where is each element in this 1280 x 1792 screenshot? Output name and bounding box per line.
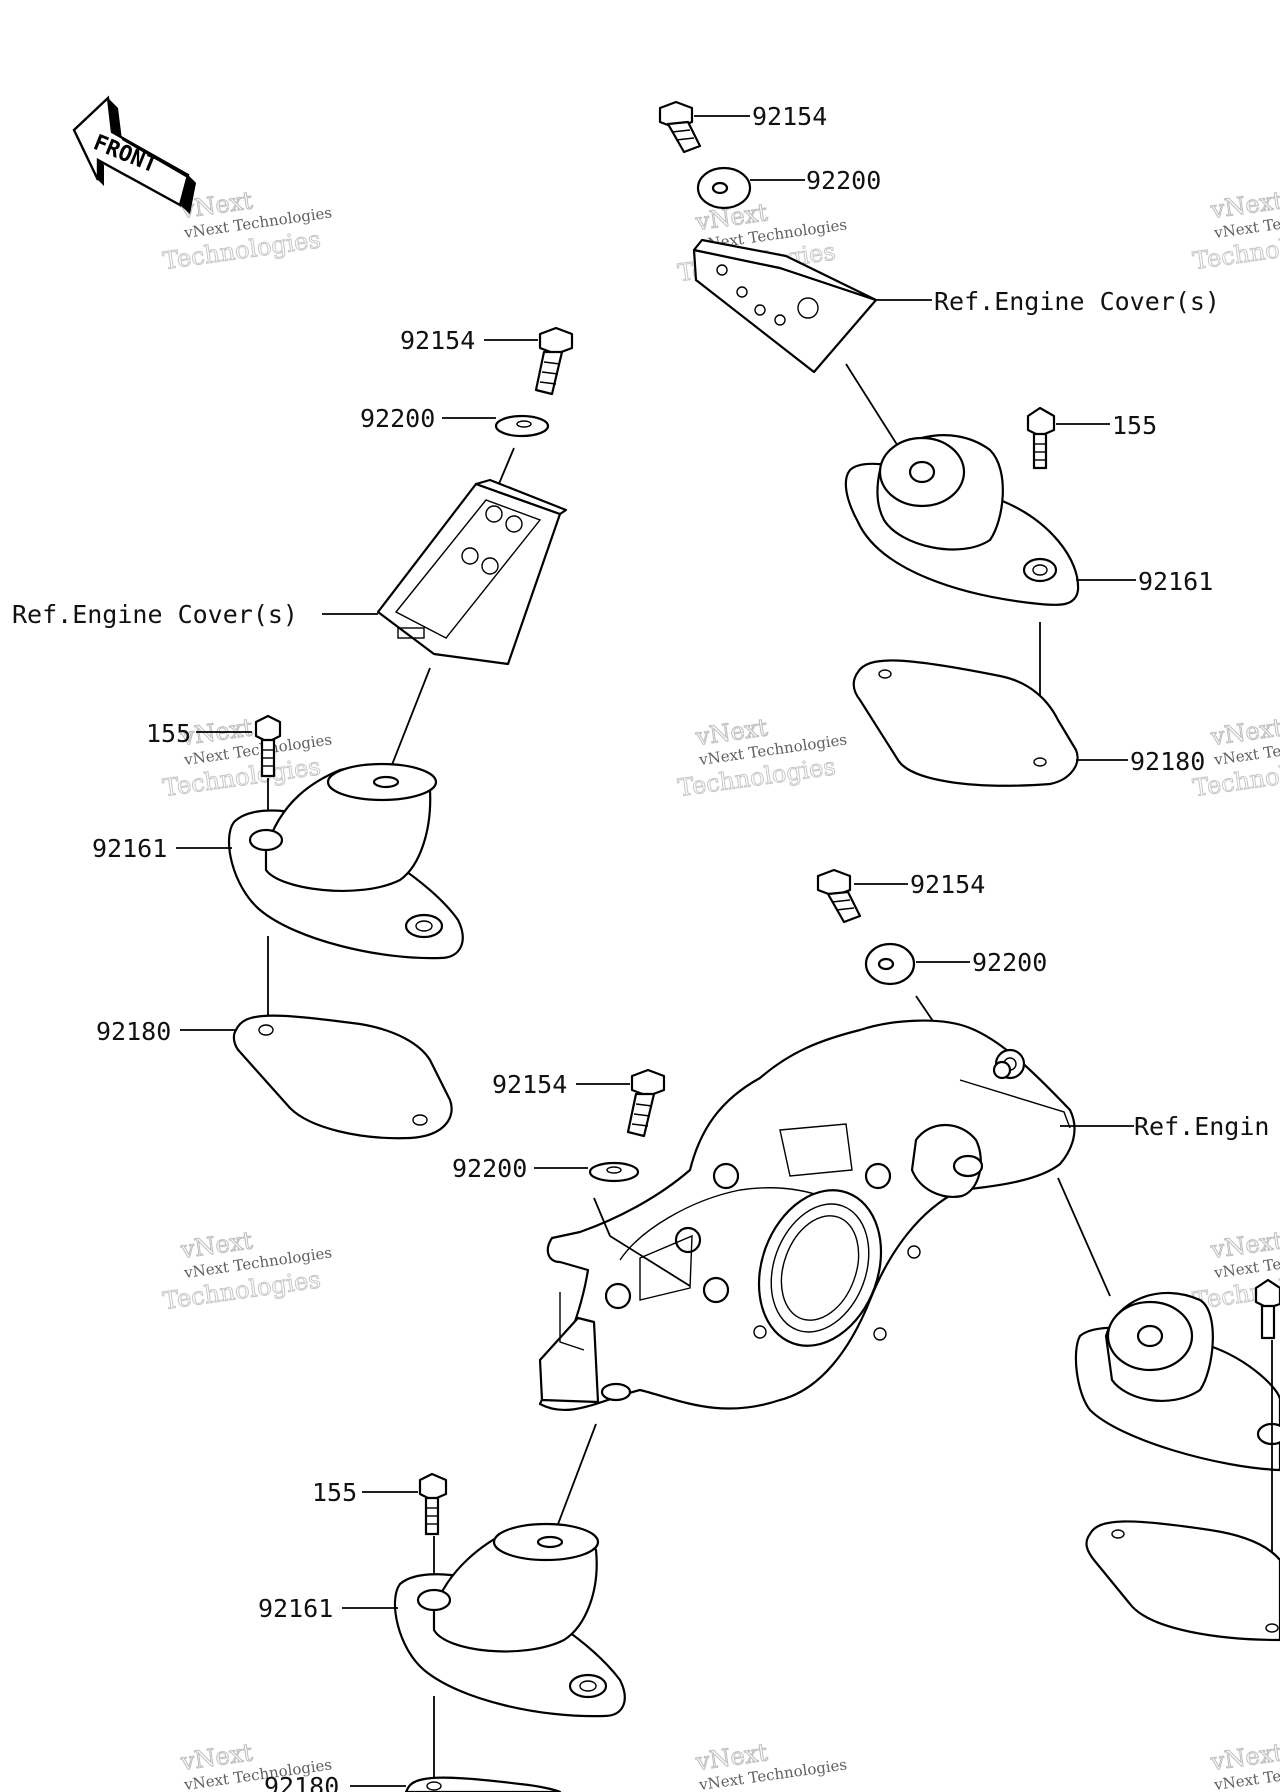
washer-icon [864,942,916,986]
rubber-mount-icon [844,434,1080,607]
front-arrow-icon: FRONT [72,95,196,214]
bolt-icon [534,326,574,396]
part-number-label: 92200 [806,166,881,195]
part-number-label: 155 [146,719,191,748]
part-number-label: 92161 [258,1594,333,1623]
gasket-plate-icon [404,1776,562,1792]
gasket-plate-icon [232,1014,453,1140]
reference-label: Ref.Engin [1134,1112,1269,1141]
part-number-label: 92180 [264,1772,339,1792]
watermark-group: vNext vNext Technologies Technologies vN… [161,186,1280,1792]
bolt-icon [1026,406,1056,470]
washer-icon [696,166,752,210]
part-number-label: 92180 [96,1017,171,1046]
reference-label: Ref.Engine Cover(s) [934,287,1220,316]
bolt-icon [1254,1278,1280,1340]
bolt-icon [626,1068,666,1138]
part-number-label: 92161 [92,834,167,863]
top-right-mount-assembly: 92154 92200 Ref.Engine Cover(s) [658,100,1220,787]
washer-icon [494,414,550,438]
reference-label: Ref.Engine Cover(s) [12,600,298,629]
engine-cover-icon [538,1019,1076,1412]
gasket-plate-icon [852,659,1079,787]
bottom-mount-assembly: 155 92161 92180 [258,1472,626,1792]
part-number-label: 155 [1112,411,1157,440]
bottom-right-mount-assembly [1057,1177,1280,1642]
washer-icon [588,1161,640,1183]
bracket-icon [376,478,568,666]
bolt-icon [816,868,862,924]
part-number-label: 92200 [452,1154,527,1183]
part-number-label: 92154 [492,1070,567,1099]
rubber-mount-icon [1074,1291,1280,1472]
part-number-label: 92154 [752,102,827,131]
part-number-label: 92200 [360,404,435,433]
gasket-plate-icon [1085,1520,1280,1642]
part-number-label: 92154 [400,326,475,355]
part-number-label: 92180 [1130,747,1205,776]
part-number-label: 92200 [972,948,1047,977]
bracket-icon [692,238,878,374]
bolt-icon [254,714,282,778]
bolt-icon [418,1472,448,1536]
part-number-label: 92161 [1138,567,1213,596]
rubber-mount-icon [393,1522,626,1718]
bolt-icon [658,100,702,154]
rubber-mount-icon [227,762,464,960]
part-number-label: 92154 [910,870,985,899]
left-mount-assembly: 92154 92200 Ref.Engine Cover(s) [12,326,574,1140]
center-engine-cover-assembly: 92154 92200 [452,868,1269,1541]
part-number-label: 155 [312,1478,357,1507]
